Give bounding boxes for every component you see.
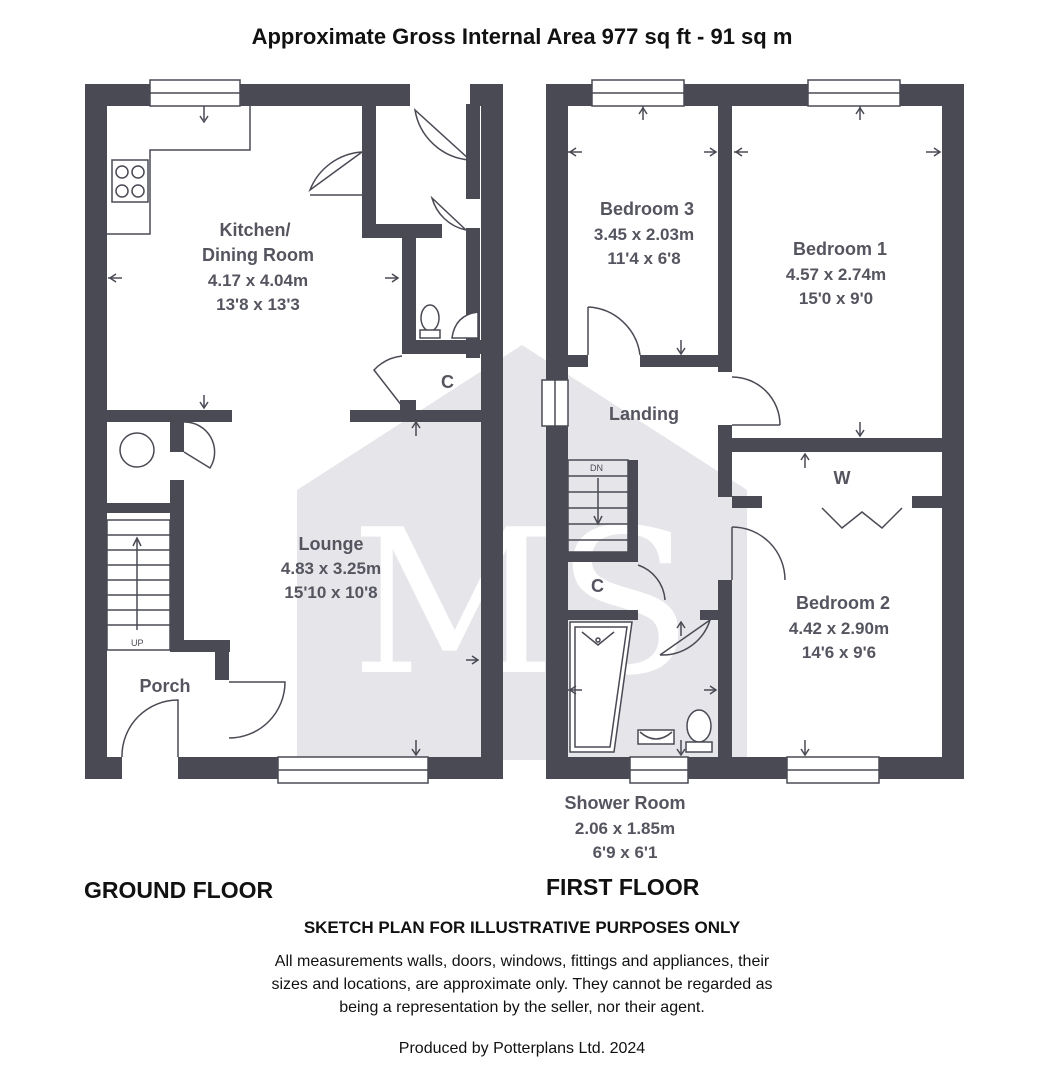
bedroom3-name: Bedroom 3 <box>600 199 694 219</box>
lounge-imperial: 15'10 x 10'8 <box>284 583 377 602</box>
ground-stairs: UP <box>106 519 171 651</box>
shower-room-name: Shower Room <box>564 793 685 813</box>
lounge-name: Lounge <box>299 534 364 554</box>
bedroom1-imperial: 15'0 x 9'0 <box>799 289 873 308</box>
kitchen-name-1: Kitchen/ <box>219 220 290 240</box>
stairs-up-label: UP <box>131 638 144 648</box>
kitchen-metric: 4.17 x 4.04m <box>208 271 308 290</box>
porch-name: Porch <box>139 676 190 696</box>
shower-room-imperial: 6'9 x 6'1 <box>593 843 658 862</box>
kitchen-name-2: Dining Room <box>202 245 314 265</box>
disclaimer-line-1: All measurements walls, doors, windows, … <box>275 953 770 970</box>
area-title: Approximate Gross Internal Area 977 sq f… <box>252 24 793 49</box>
disclaimer-line-2: sizes and locations, are approximate onl… <box>271 976 772 993</box>
bedroom2-name: Bedroom 2 <box>796 593 890 613</box>
bedroom3-imperial: 11'4 x 6'8 <box>607 249 680 268</box>
ground-cupboard-label: C <box>441 372 454 392</box>
bedroom2-imperial: 14'6 x 9'6 <box>802 643 876 662</box>
first-floor-plan: DN Bedroom 3 3.45 x 2.03 <box>541 79 964 900</box>
first-cupboard-label: C <box>591 576 604 596</box>
watermark-text: MS <box>351 487 693 720</box>
stairs-down-label: DN <box>590 463 603 473</box>
landing-name: Landing <box>609 404 679 424</box>
shower-room-metric: 2.06 x 1.85m <box>575 819 675 838</box>
ground-floor-plan: UP Kitchen/ Dining Room 4.17 x 4.04m 13'… <box>84 79 503 903</box>
kitchen-imperial: 13'8 x 13'3 <box>216 295 300 314</box>
bedroom1-metric: 4.57 x 2.74m <box>786 265 886 284</box>
bedroom1-name: Bedroom 1 <box>793 239 887 259</box>
watermark: MS <box>297 345 747 760</box>
lounge-metric: 4.83 x 3.25m <box>281 559 381 578</box>
bedroom3-metric: 3.45 x 2.03m <box>594 225 694 244</box>
wardrobe-label: W <box>834 468 851 488</box>
bedroom2-metric: 4.42 x 2.90m <box>789 619 889 638</box>
first-floor-label: FIRST FLOOR <box>546 874 700 900</box>
ground-floor-label: GROUND FLOOR <box>84 877 273 903</box>
first-stairs: DN <box>567 459 629 553</box>
disclaimer-line-3: being a representation by the seller, no… <box>339 999 705 1016</box>
credit: Produced by Potterplans Ltd. 2024 <box>399 1040 645 1057</box>
disclaimer-heading: SKETCH PLAN FOR ILLUSTRATIVE PURPOSES ON… <box>304 918 741 937</box>
